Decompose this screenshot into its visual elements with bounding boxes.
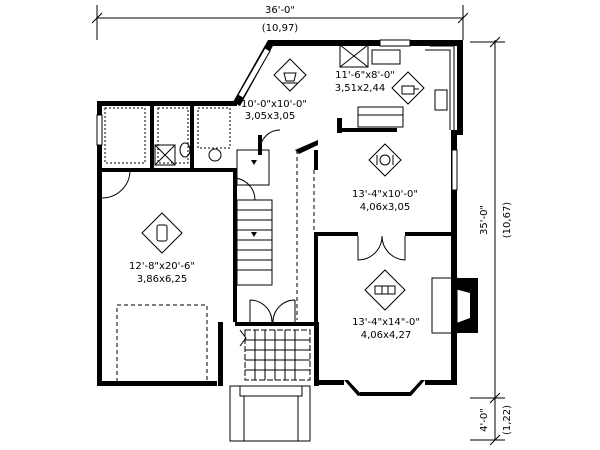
room-size-imperial: 13'-4"x10'-0" <box>352 189 418 200</box>
room-size-imperial: 11'-6"x8'-0" <box>335 70 395 81</box>
room-label-kitchen: 11'-6"x8'-0" 3,51x2,44 <box>335 70 395 94</box>
sofa-icon <box>364 269 406 311</box>
bathroom-fixtures <box>104 107 231 166</box>
fireplace <box>431 277 478 334</box>
porch-steps <box>229 385 311 442</box>
doors[interactable] <box>101 129 406 323</box>
width-metric: (10,97) <box>262 23 299 34</box>
room-size-metric: 3,05x3,05 <box>245 111 295 122</box>
kitchen-counters <box>339 39 455 130</box>
room-size-imperial: 13'-4"x14"-0" <box>352 317 420 328</box>
width-dimension: 36'-0" (10,97) <box>91 5 469 40</box>
room-label-dining: 13'-4"x10'-0" 4,06x3,05 <box>352 189 418 213</box>
room-size-metric: 3,51x2,44 <box>335 83 385 94</box>
plate-cutlery-icon <box>368 143 402 177</box>
windows <box>96 47 458 191</box>
porch-metric: (1,22) <box>502 405 513 435</box>
garage-door-outline[interactable] <box>116 304 208 384</box>
width-imperial: 36'-0" <box>265 5 295 16</box>
car-icon <box>141 212 183 254</box>
room-size-imperial: 12'-8"x20'-6" <box>129 261 195 272</box>
room-size-metric: 4,06x4,27 <box>361 330 411 341</box>
porch-imperial: 4'-0" <box>479 408 490 432</box>
room-label-garage: 12'-8"x20'-6" 3,86x6,25 <box>129 261 195 285</box>
room-label-breakfast: 10'-0"x10'-0" 3,05x3,05 <box>241 99 307 122</box>
room-label-living: 13'-4"x14"-0" 4,06x4,27 <box>352 317 420 341</box>
exterior-walls <box>97 40 463 396</box>
foyer-tiles <box>239 329 311 381</box>
room-size-metric: 4,06x3,05 <box>360 202 410 213</box>
stairs <box>236 149 273 286</box>
cooking-pot-icon <box>391 71 425 105</box>
coffee-cup-icon <box>273 58 307 92</box>
depth-dimension: 35'-0" (10,67) 4'-0" (1,22) <box>470 36 513 446</box>
room-size-metric: 3,86x6,25 <box>137 274 187 285</box>
depth-imperial: 35'-0" <box>479 205 490 235</box>
depth-metric: (10,67) <box>502 202 513 239</box>
interior-walls <box>150 101 455 326</box>
room-size-imperial: 10'-0"x10'-0" <box>241 99 307 110</box>
